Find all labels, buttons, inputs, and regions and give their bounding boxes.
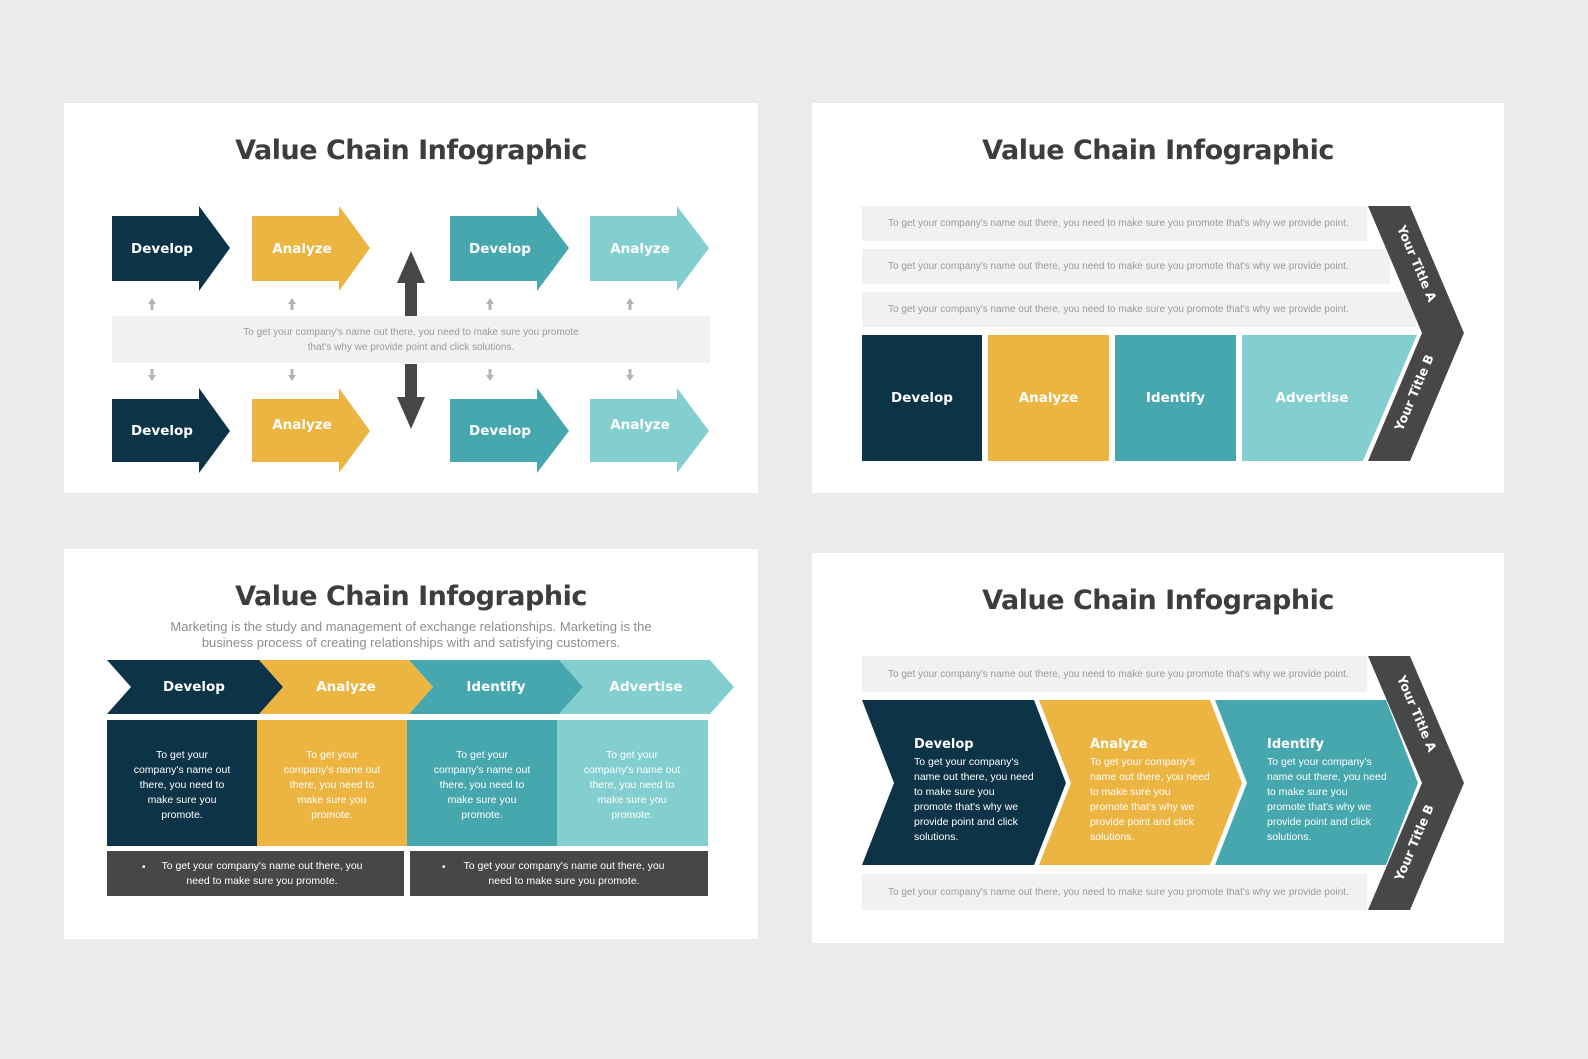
gray-row-text-2: To get your company's name out there, yo…: [888, 261, 1349, 272]
slide-chevron-flow: Value Chain Infographic To get your comp…: [812, 553, 1504, 943]
block-label-2: Analyze: [1018, 390, 1079, 406]
arrow-shape-bottom-3: [450, 388, 569, 473]
bullet-box-2: [410, 851, 708, 896]
gray-row-text-1: To get your company's name out there, yo…: [888, 218, 1349, 229]
page-subtitle: Marketing is the study and management of…: [170, 619, 652, 650]
column-shape-2: [257, 720, 407, 846]
page-title: Value Chain Infographic: [235, 581, 587, 612]
center-band-text: To get your company's name out there, yo…: [243, 326, 579, 353]
arrow-label-top-4: Analyze: [610, 240, 670, 257]
column-shape-4: [557, 720, 708, 846]
arrow-label-top-1: Develop: [131, 240, 193, 257]
column-shape-3: [407, 720, 557, 846]
gray-row-2: [862, 249, 1390, 284]
column-text-4: To get your company's name out there, yo…: [583, 748, 681, 821]
page-title: Value Chain Infographic: [982, 585, 1334, 616]
gray-row-text-3: To get your company's name out there, yo…: [888, 304, 1349, 315]
slide-arrows-grid: Value Chain Infographic Develop Analyze …: [64, 103, 758, 493]
bullet-box-1: [107, 851, 404, 896]
arrow-shape-top-2: [252, 206, 370, 291]
gray-row-bottom: [862, 874, 1367, 910]
column-text-3: To get your company's name out there, yo…: [433, 748, 531, 821]
arrow-label-bottom-4: Analyze: [610, 416, 670, 433]
flow-chevron-shape-2: [1039, 700, 1242, 865]
arrow-label-bottom-1: Develop: [131, 422, 193, 439]
arrow-label-top-3: Develop: [469, 240, 531, 257]
flow-chevron-title-1: Develop: [914, 737, 974, 752]
column-shape-1: [107, 720, 257, 846]
block-shape-2: [988, 335, 1109, 461]
chevron-label-3: Identify: [466, 679, 526, 695]
block-shape-1: [862, 335, 982, 461]
arrow-shape-bottom-4: [590, 388, 709, 473]
arrow-label-bottom-2: Analyze: [272, 416, 332, 433]
chevron-shape-3: [409, 660, 583, 714]
arrow-shape-top-3: [450, 206, 569, 291]
arrow-shape-top-4: [590, 206, 709, 291]
arrow-label-bottom-3: Develop: [469, 422, 531, 439]
arrow-shape-bottom-2: [252, 388, 370, 473]
gray-row-top: [862, 656, 1367, 692]
arrow-shape-bottom-1: [112, 388, 230, 473]
gray-row-bottom-text: To get your company's name out there, yo…: [888, 886, 1349, 898]
slide-blocks-chevron: Value Chain Infographic To get your comp…: [812, 103, 1504, 493]
slide2-shapes: [862, 206, 1464, 461]
chevron-shape-1: [107, 660, 283, 714]
big-up-arrow: [397, 251, 425, 316]
page-title: Value Chain Infographic: [235, 135, 587, 166]
chevron-shape-2: [259, 660, 433, 714]
slide4-shapes: [862, 656, 1464, 910]
bullet-dot-2: •: [442, 862, 446, 873]
flow-chevron-title-3: Identify: [1267, 737, 1325, 752]
block-label-4: Advertise: [1275, 390, 1349, 406]
page-title: Value Chain Infographic: [982, 135, 1334, 166]
gray-row-top-text: To get your company's name out there, yo…: [888, 668, 1349, 680]
bullet-dot-1: •: [142, 862, 146, 873]
flow-chevron-text-3: To get your company's name out there, yo…: [1267, 756, 1387, 843]
center-band: [112, 316, 710, 363]
small-down-arrows: [148, 369, 634, 381]
chevron-shape-4: [559, 660, 734, 714]
column-text-2: To get your company's name out there, yo…: [283, 748, 381, 821]
block-shape-4: [1242, 335, 1417, 461]
bullet-text-1: To get your company's name out there, yo…: [161, 859, 363, 887]
bullet-text-2: To get your company's name out there, yo…: [463, 859, 665, 887]
small-up-arrows: [148, 298, 634, 310]
column-text-1: To get your company's name out there, yo…: [133, 748, 231, 821]
slide3-shapes: [107, 660, 734, 896]
arrow-shape-top-1: [112, 206, 230, 291]
block-shape-3: [1115, 335, 1236, 461]
slide1-shapes: [112, 206, 710, 473]
slide-chevron-columns: Value Chain Infographic Marketing is the…: [64, 549, 758, 939]
flow-chevron-shape-3: [1215, 700, 1418, 865]
big-chevron-shape: [1368, 206, 1464, 461]
chevron-label-2: Analyze: [316, 679, 376, 695]
big-down-arrow: [397, 364, 425, 429]
gray-row-1: [862, 206, 1367, 241]
flow-chevron-text-2: To get your company's name out there, yo…: [1090, 756, 1210, 843]
flow-chevron-text-1: To get your company's name out there, yo…: [914, 756, 1034, 843]
big-chevron-shape: [1368, 656, 1464, 910]
chevron-label-1: Develop: [163, 679, 225, 695]
block-label-1: Develop: [891, 390, 953, 406]
flow-chevron-shape-1: [862, 700, 1066, 865]
gray-row-3: [862, 292, 1416, 327]
flow-chevron-title-2: Analyze: [1090, 737, 1148, 752]
chevron-label-4: Advertise: [609, 679, 683, 695]
arrow-label-top-2: Analyze: [272, 240, 332, 257]
block-label-3: Identify: [1145, 390, 1206, 406]
